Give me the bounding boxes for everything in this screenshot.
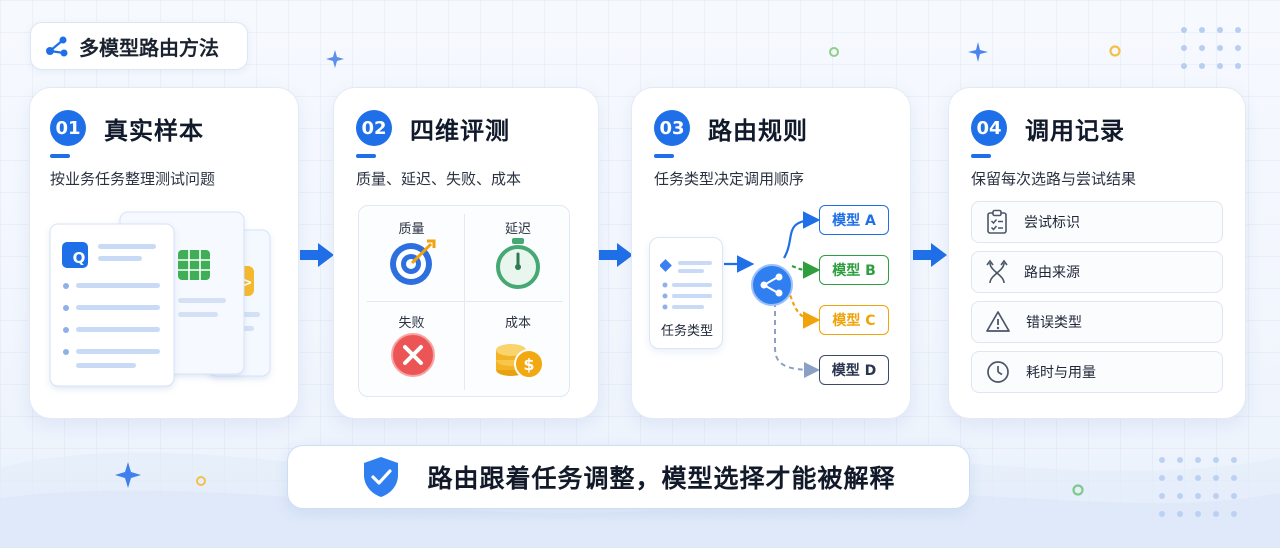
dot-decoration: [1109, 45, 1121, 57]
divider: [367, 301, 563, 302]
step-underline: [356, 154, 376, 158]
step-header: 03 路由规则: [654, 110, 808, 146]
step-subtitle: 按业务任务整理测试问题: [50, 170, 216, 188]
step-title: 调用记录: [1025, 116, 1125, 145]
stopwatch-icon: [496, 238, 540, 289]
record-item: 尝试标识: [971, 201, 1223, 243]
q-badge: Q: [72, 249, 86, 267]
shield-check-icon: [364, 457, 399, 497]
step-subtitle: 质量、延迟、失败、成本: [356, 170, 522, 188]
model-a-box: 模型 A: [819, 205, 889, 235]
step-header: 04 调用记录: [971, 110, 1125, 146]
metric-label-latency: 延迟: [504, 222, 531, 237]
clipboard-icon: [987, 209, 1007, 234]
network-icon: [46, 36, 68, 57]
record-label: 错误类型: [1026, 315, 1082, 331]
task-type-label: 任务类型: [660, 324, 713, 339]
step-underline: [654, 154, 674, 158]
model-d-box: 模型 D: [819, 355, 889, 385]
step-underline: [50, 154, 70, 158]
list-icon: [660, 259, 712, 310]
arrow-right-icon: [599, 243, 633, 267]
record-item: 路由来源: [971, 251, 1223, 293]
metric-label-cost: 成本: [504, 316, 531, 331]
summary-text: 路由跟着任务调整，模型选择才能被解释: [427, 464, 896, 493]
step-number: 01: [50, 110, 86, 146]
documents-illustration: </>: [49, 211, 271, 387]
sparkle-icon: [115, 462, 141, 488]
step-card-2: 02 四维评测 质量、延迟、失败、成本 质量 延迟 失败: [333, 87, 599, 419]
routing-connectors: [724, 211, 821, 378]
coins-icon: $: [496, 344, 544, 379]
step-card-4: 04 调用记录 保留每次选路与尝试结果 尝试标识 路由来源 错误类型: [948, 87, 1246, 419]
record-label: 路由来源: [1024, 265, 1080, 281]
dot-decoration: [196, 476, 206, 486]
model-c-box: 模型 C: [819, 305, 889, 335]
dot-decoration: [829, 47, 839, 57]
step-title: 真实样本: [104, 116, 204, 145]
step-underline: [971, 154, 991, 158]
record-item: 错误类型: [971, 301, 1223, 343]
record-label: 耗时与用量: [1026, 365, 1096, 381]
step-card-1: 01 真实样本 按业务任务整理测试问题 </> Q: [29, 87, 299, 419]
metric-label-failure: 失败: [398, 316, 425, 331]
summary-banner: 路由跟着任务调整，模型选择才能被解释: [287, 445, 970, 509]
divider: [464, 214, 465, 390]
record-item: 耗时与用量: [971, 351, 1223, 393]
model-b-box: 模型 B: [819, 255, 889, 285]
step-number: 04: [971, 110, 1007, 146]
step-header: 02 四维评测: [356, 110, 510, 146]
step-title: 路由规则: [708, 116, 808, 145]
task-type-card: 任务类型: [649, 237, 723, 349]
clock-icon: [987, 361, 1009, 383]
step-subtitle: 保留每次选路与尝试结果: [971, 170, 1137, 188]
step-subtitle: 任务类型决定调用顺序: [654, 170, 805, 188]
warning-icon: [986, 311, 1010, 332]
page-title: 多模型路由方法: [79, 35, 219, 60]
route-icon: [986, 259, 1008, 284]
step-number: 02: [356, 110, 392, 146]
record-label: 尝试标识: [1024, 215, 1080, 231]
step-card-3: 03 路由规则 任务类型决定调用顺序 任务类型: [631, 87, 911, 419]
router-hub-icon: [751, 264, 793, 306]
step-title: 四维评测: [410, 116, 510, 145]
dot-decoration: [1072, 484, 1084, 496]
metric-label-quality: 质量: [398, 222, 425, 237]
error-icon: [391, 333, 435, 377]
header-title-pill: 多模型路由方法: [30, 22, 248, 70]
arrow-right-icon: [300, 243, 334, 267]
step-header: 01 真实样本: [50, 110, 204, 146]
dot-grid-decoration: [1159, 457, 1237, 517]
target-icon: [390, 239, 436, 285]
metrics-panel: 质量 延迟 失败 成本: [358, 205, 570, 397]
sparkle-icon: [968, 42, 988, 62]
step-number: 03: [654, 110, 690, 146]
arrow-right-icon: [913, 243, 947, 267]
dot-grid-decoration: [1181, 27, 1241, 69]
sparkle-icon: [326, 50, 344, 68]
svg-text:$: $: [523, 355, 534, 374]
